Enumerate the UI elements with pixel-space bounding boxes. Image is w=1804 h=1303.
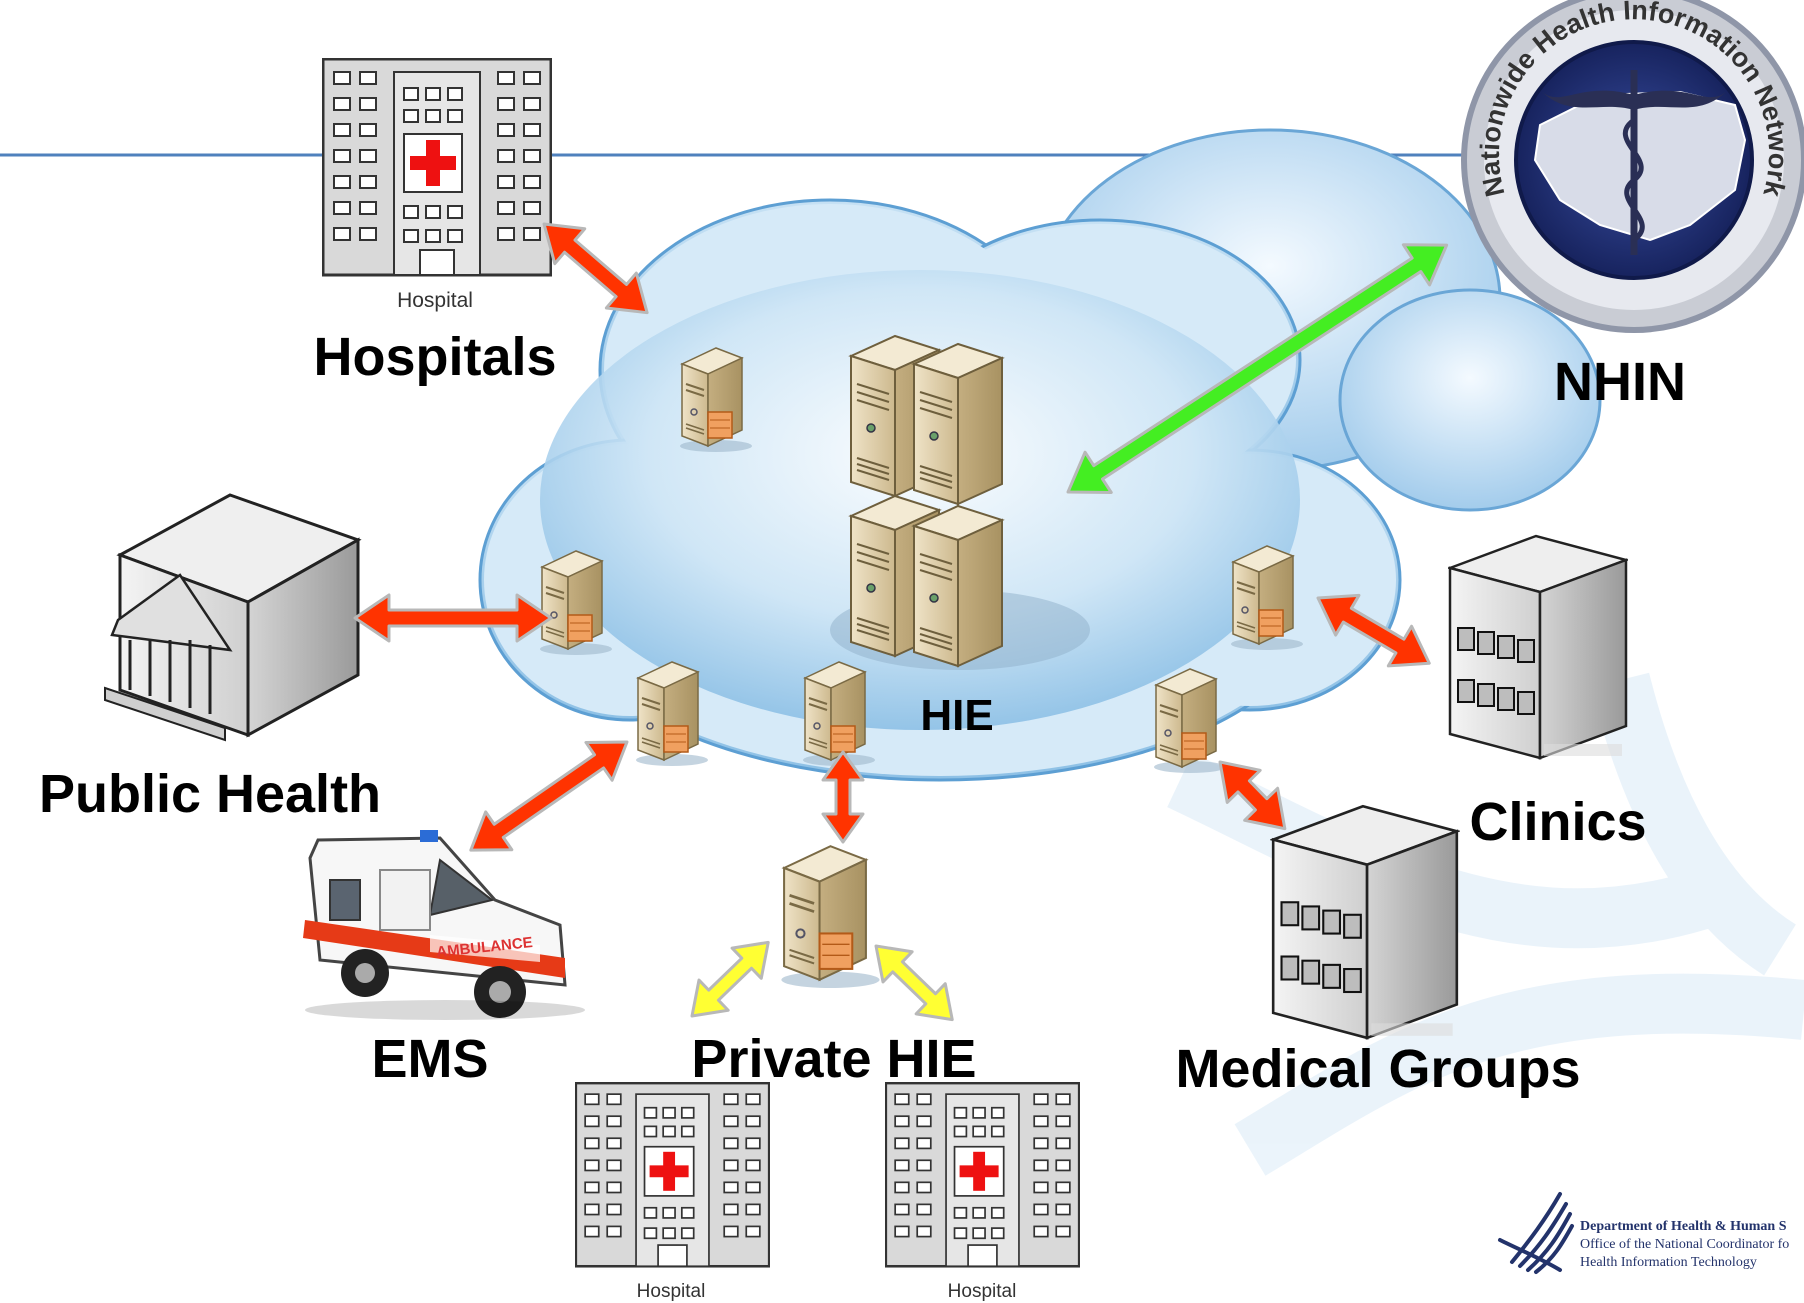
label-medical-groups: Medical Groups	[1175, 1039, 1580, 1099]
hhs-logo-line1: Department of Health & Human S	[1580, 1219, 1787, 1234]
hospital-building-icon	[575, 1082, 770, 1268]
hhs-eagle-icon	[1498, 1192, 1574, 1274]
hospital-sign-label: Hospital	[637, 1281, 706, 1302]
hie-server-cluster-icon	[830, 335, 1090, 670]
hospital-sign-label: Hospital	[948, 1281, 1017, 1302]
hhs-logo: Department of Health & Human S Office of…	[1498, 1192, 1789, 1274]
cloud-icon	[478, 128, 1602, 782]
label-public-health: Public Health	[39, 764, 381, 824]
hospital-building-icon	[885, 1082, 1080, 1268]
label-hie: HIE	[920, 691, 993, 740]
clinic-building-icon	[1448, 534, 1628, 760]
label-ems: EMS	[371, 1029, 488, 1089]
red-data-arrows	[353, 222, 1431, 852]
server-icon	[635, 661, 708, 766]
label-clinics: Clinics	[1469, 792, 1646, 852]
hhs-logo-line3: Health Information Technology	[1580, 1255, 1757, 1270]
ambulance-icon: AMBULANCE	[303, 830, 585, 1020]
label-nhin: NHIN	[1554, 352, 1686, 412]
label-private-hie: Private HIE	[691, 1029, 976, 1089]
hhs-logo-line2: Office of the National Coordinator fo	[1580, 1237, 1789, 1252]
private-hie-server-icon	[779, 844, 880, 988]
nhin-seal-icon: Nationwide Health Information Network	[1461, 0, 1804, 333]
hospital-sign-label: Hospital	[397, 289, 473, 312]
medical-group-building-icon	[1271, 804, 1459, 1040]
yellow-private-hie-arrows	[690, 940, 954, 1022]
hospital-building-icon	[322, 58, 552, 277]
server-icon	[1153, 668, 1226, 773]
label-hospitals: Hospitals	[313, 327, 556, 387]
government-building-icon	[104, 493, 362, 742]
green-nhin-arrow	[1066, 243, 1449, 494]
